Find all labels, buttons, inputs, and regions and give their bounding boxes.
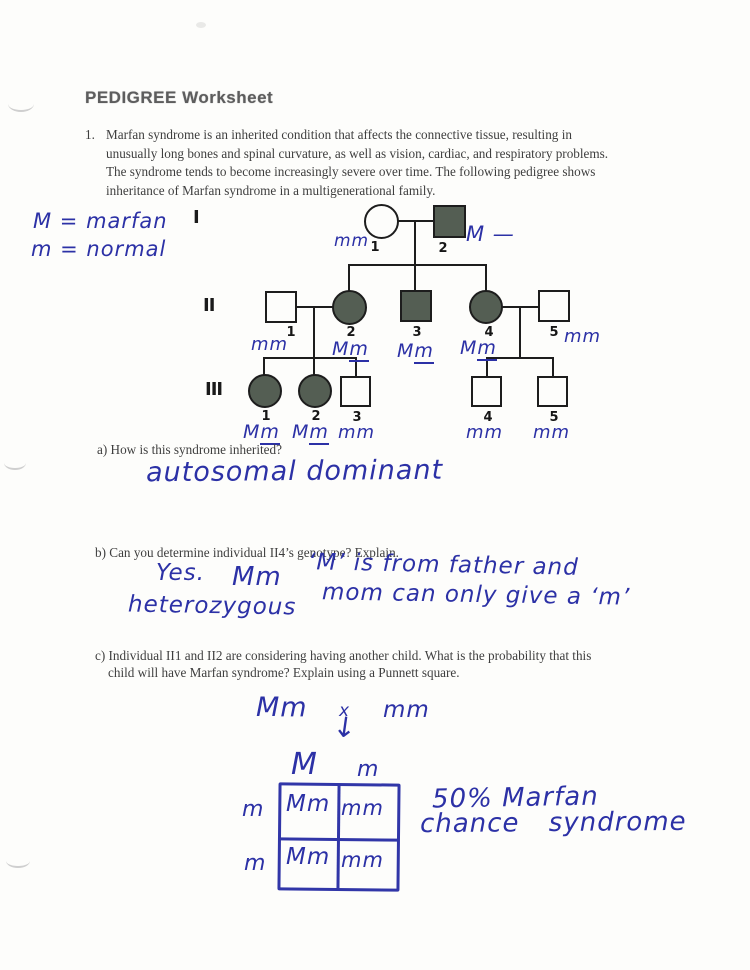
genotype-annotation-III-2: Mm bbox=[292, 421, 329, 445]
answer-b-hetero: heterozygous bbox=[127, 591, 297, 621]
drop-line-III5 bbox=[552, 358, 554, 378]
individual-number: 5 bbox=[549, 410, 559, 425]
sibship-line-III-right bbox=[486, 357, 554, 359]
genotype-annotation-I-1: mm bbox=[334, 231, 370, 251]
pedigree-individual-II-5 bbox=[538, 290, 570, 322]
pedigree-individual-I-2 bbox=[433, 205, 466, 238]
individual-number: 3 bbox=[412, 325, 422, 340]
legend-marfan: M = marfan bbox=[33, 209, 168, 233]
question-1-line: The syndrome tends to become increasingl… bbox=[106, 164, 596, 179]
drop-line-III4 bbox=[486, 358, 488, 378]
question-1-line: unusually long bones and spinal curvatur… bbox=[106, 145, 609, 161]
cross-parent2: mm bbox=[383, 697, 430, 723]
pedigree-individual-III-2 bbox=[298, 374, 332, 408]
answer-b-line2: mom can only give a ‘m’ bbox=[321, 579, 631, 611]
punnett-cell: Mm bbox=[286, 844, 331, 870]
pedigree-individual-II-4 bbox=[469, 290, 503, 324]
answer-b-genotype: Mm bbox=[232, 562, 282, 592]
punnett-col-header: m bbox=[357, 757, 380, 782]
drop-line-III2 bbox=[313, 358, 315, 376]
individual-number: 5 bbox=[549, 325, 559, 340]
punnett-cell: mm bbox=[341, 848, 384, 872]
pedigree-individual-III-3 bbox=[340, 376, 371, 407]
individual-number: 1 bbox=[370, 240, 380, 255]
question-1-intro: 1. Marfan syndrome is an inherited condi… bbox=[85, 126, 660, 200]
genotype-annotation-II-4: Mm bbox=[460, 337, 497, 361]
scan-artifact bbox=[4, 456, 26, 470]
question-a-label: a) How is this syndrome inherited? bbox=[97, 442, 282, 457]
descent-line bbox=[519, 307, 521, 359]
cross-parent1: Mm bbox=[256, 692, 308, 723]
pedigree-individual-II-3 bbox=[400, 290, 432, 322]
drop-line-II2 bbox=[348, 265, 350, 291]
punnett-col-header: M bbox=[291, 747, 318, 782]
generation-label-III: III bbox=[205, 379, 223, 400]
individual-number: 1 bbox=[261, 409, 271, 424]
cross-symbol: x bbox=[339, 701, 351, 721]
pedigree-individual-III-1 bbox=[248, 374, 282, 408]
drop-line-III3 bbox=[355, 358, 357, 378]
genotype-annotation-II-5: mm bbox=[564, 326, 602, 347]
descent-line bbox=[414, 221, 416, 266]
generation-label-I: I bbox=[193, 207, 200, 228]
pedigree-individual-II-2 bbox=[332, 290, 367, 325]
answer-b-yes: Yes. bbox=[156, 560, 205, 586]
question-c-line1: c) Individual II1 and II2 are considerin… bbox=[95, 648, 592, 663]
individual-number: 2 bbox=[346, 325, 356, 340]
pedigree-individual-I-1 bbox=[364, 204, 399, 239]
page-title: PEDIGREE Worksheet bbox=[85, 88, 274, 107]
question-1-number: 1. bbox=[85, 127, 95, 142]
drop-line-III1 bbox=[263, 358, 265, 376]
sibship-line-II bbox=[348, 264, 487, 266]
genotype-annotation-I-2: M — bbox=[466, 222, 515, 246]
scan-artifact bbox=[6, 854, 30, 868]
individual-number: 3 bbox=[352, 410, 362, 425]
drop-line-II3 bbox=[414, 265, 416, 291]
genotype-annotation-III-3: mm bbox=[338, 422, 376, 443]
individual-number: 4 bbox=[484, 325, 494, 340]
genotype-annotation-III-4: mm bbox=[466, 422, 504, 443]
individual-number: 2 bbox=[311, 409, 321, 424]
punnett-cell: Mm bbox=[286, 791, 331, 817]
genotype-annotation-II-1: mm bbox=[251, 334, 289, 355]
legend-normal: m = normal bbox=[31, 237, 167, 261]
down-arrow-icon: ↓ bbox=[330, 709, 360, 746]
descent-line bbox=[313, 307, 315, 359]
drop-line-II4 bbox=[485, 265, 487, 291]
scan-artifact bbox=[196, 22, 206, 28]
punnett-cell: mm bbox=[341, 796, 384, 820]
pedigree-individual-II-1 bbox=[265, 291, 297, 323]
question-1-line: inheritance of Marfan syndrome in a mult… bbox=[106, 182, 436, 198]
pedigree-individual-III-5 bbox=[537, 376, 568, 407]
question-1-line: Marfan syndrome is an inherited conditio… bbox=[106, 127, 572, 142]
punnett-result-line2: chance syndrome bbox=[419, 806, 687, 840]
question-b-label: b) Can you determine individual II4’s ge… bbox=[95, 545, 399, 560]
answer-b-line1: ‘M’ is from father and bbox=[307, 549, 580, 581]
generation-label-II: II bbox=[203, 295, 215, 316]
genotype-annotation-III-5: mm bbox=[533, 422, 571, 443]
individual-number: 2 bbox=[438, 241, 448, 256]
individual-number: 4 bbox=[483, 410, 493, 425]
pedigree-individual-III-4 bbox=[471, 376, 502, 407]
punnett-grid-line bbox=[278, 837, 399, 842]
answer-a: autosomal dominant bbox=[145, 454, 444, 489]
genotype-annotation-II-2: Mm bbox=[332, 338, 369, 362]
punnett-row-header: m bbox=[242, 797, 265, 822]
punnett-row-header: m bbox=[244, 851, 267, 876]
individual-number: 1 bbox=[286, 325, 296, 340]
punnett-grid-line bbox=[336, 783, 341, 889]
genotype-annotation-II-3: Mm bbox=[397, 340, 434, 364]
genotype-annotation-III-1: Mm bbox=[243, 421, 280, 445]
sibship-line-III-left bbox=[263, 357, 357, 359]
scan-artifact bbox=[8, 96, 34, 112]
question-c-line2: child will have Marfan syndrome? Explain… bbox=[108, 665, 460, 680]
